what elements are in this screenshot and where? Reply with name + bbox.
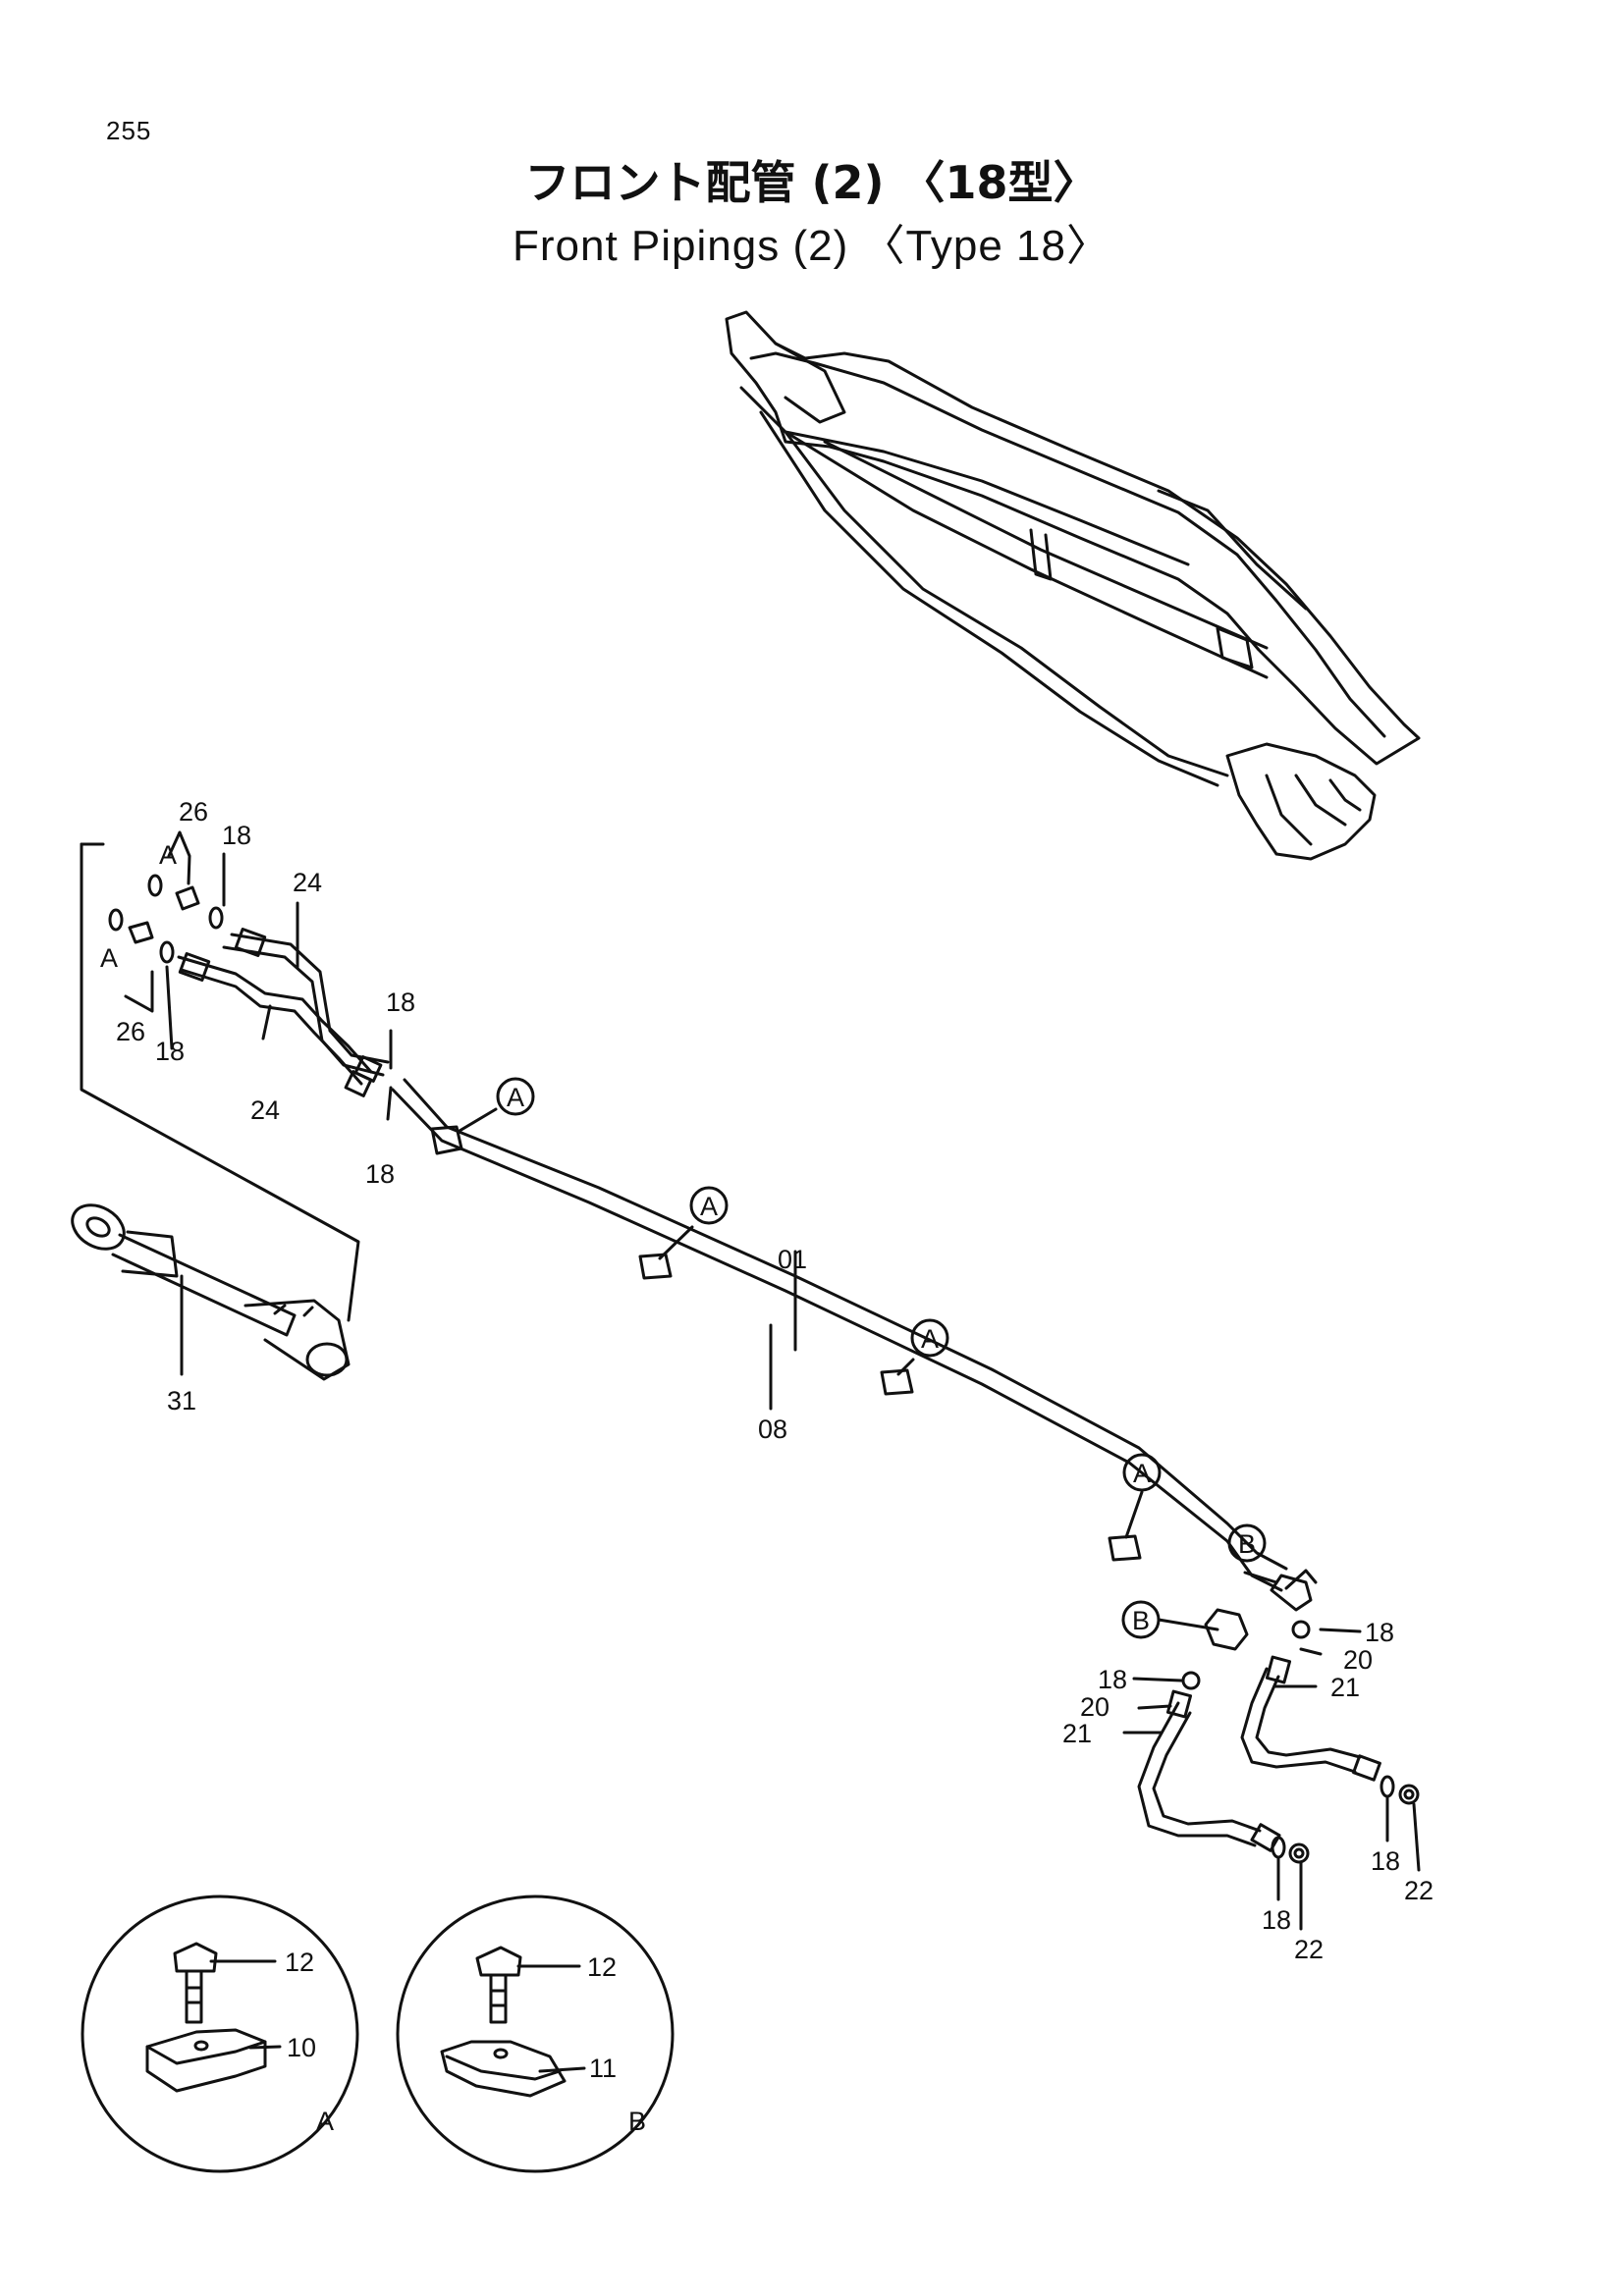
ref-a-top: A — [159, 840, 177, 870]
label-18-left: 18 — [155, 1037, 185, 1066]
ref-b-bubble-2: B — [1132, 1606, 1150, 1635]
label-21-right: 21 — [1330, 1673, 1360, 1702]
ref-a-detail: A — [316, 2107, 334, 2136]
label-18-bottom-a: 18 — [1262, 1905, 1291, 1935]
label-21-mid: 21 — [1062, 1719, 1092, 1748]
label-24-lower: 24 — [250, 1095, 280, 1125]
label-12-detail-b: 12 — [587, 1952, 617, 1982]
ref-a-bubble-4: A — [1133, 1459, 1151, 1488]
ref-a-bubble-3: A — [921, 1324, 939, 1354]
main-pipes — [391, 1078, 1318, 1651]
cylinder-hose-assembly — [80, 830, 393, 1322]
label-22-bottom-a: 22 — [1294, 1935, 1324, 1964]
label-26-left: 26 — [116, 1017, 145, 1046]
ref-b-bubble-1: B — [1238, 1529, 1256, 1559]
label-18-upper-pipe: 18 — [386, 988, 415, 1017]
ref-a-bubble-2: A — [700, 1192, 718, 1221]
boom-arm-illustration — [725, 310, 1421, 861]
ref-a-left: A — [100, 943, 118, 973]
label-20-mid: 20 — [1080, 1692, 1109, 1722]
label-18-top: 18 — [222, 821, 251, 850]
label-20-right: 20 — [1343, 1645, 1373, 1675]
label-12-detail-a: 12 — [285, 1948, 314, 1977]
part-labels: 26 18 24 26 18 24 18 18 31 01 08 18 20 2… — [116, 797, 1434, 2083]
reference-letters: A A A A A A B B A B — [100, 840, 1256, 2136]
label-01: 01 — [778, 1245, 807, 1274]
label-31: 31 — [167, 1386, 196, 1415]
label-24-top: 24 — [293, 868, 322, 897]
ref-a-bubble-1: A — [507, 1083, 524, 1112]
ref-b-detail: B — [628, 2107, 646, 2136]
label-18-bottom-b: 18 — [1371, 1846, 1400, 1876]
page-title-japanese: フロント配管 (2) 〈18型〉 — [524, 156, 1099, 209]
label-18-right: 18 — [1365, 1618, 1394, 1647]
hydraulic-cylinder — [71, 1203, 351, 1381]
label-18-lower-pipe: 18 — [365, 1159, 395, 1189]
page-title-english: Front Pipings (2) 〈Type 18〉 — [512, 222, 1110, 270]
label-26-top: 26 — [179, 797, 208, 827]
page-number: 255 — [106, 116, 152, 145]
lower-hoses — [1122, 1620, 1421, 1931]
label-10-detail-a: 10 — [287, 2033, 316, 2062]
detail-view-a — [81, 1895, 359, 2173]
detail-view-b — [396, 1895, 675, 2173]
label-18-mid: 18 — [1098, 1665, 1127, 1694]
label-22-bottom-b: 22 — [1404, 1876, 1434, 1905]
label-08: 08 — [758, 1415, 787, 1444]
label-11-detail-b: 11 — [589, 2054, 617, 2083]
